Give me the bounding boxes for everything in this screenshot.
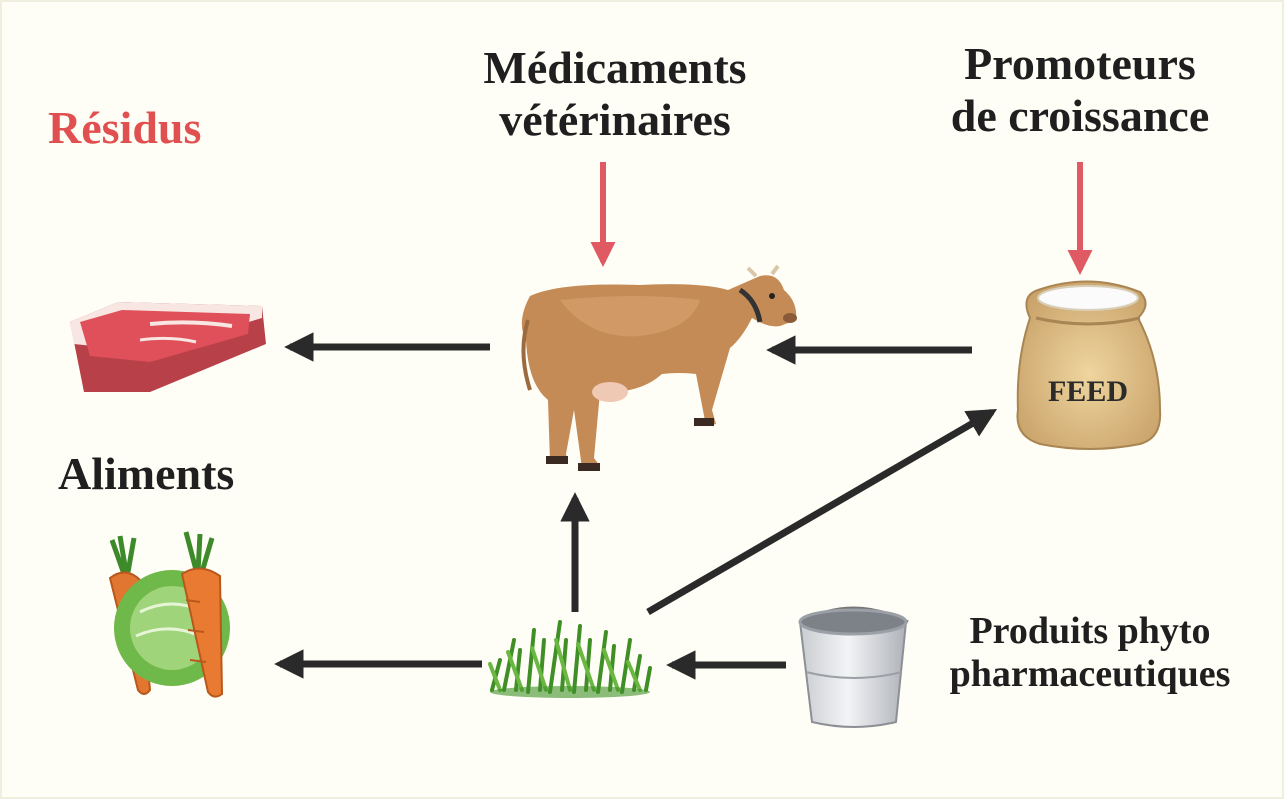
feed-bag-label: FEED <box>1048 375 1128 408</box>
meat-icon <box>70 302 266 392</box>
grass-icon <box>490 622 650 698</box>
vegetables-icon <box>110 532 230 697</box>
grass-to-feed-arrow <box>648 412 992 612</box>
cow-icon <box>522 266 797 471</box>
feed-bag-icon: FEED <box>1017 281 1160 449</box>
bucket-icon <box>800 608 908 727</box>
